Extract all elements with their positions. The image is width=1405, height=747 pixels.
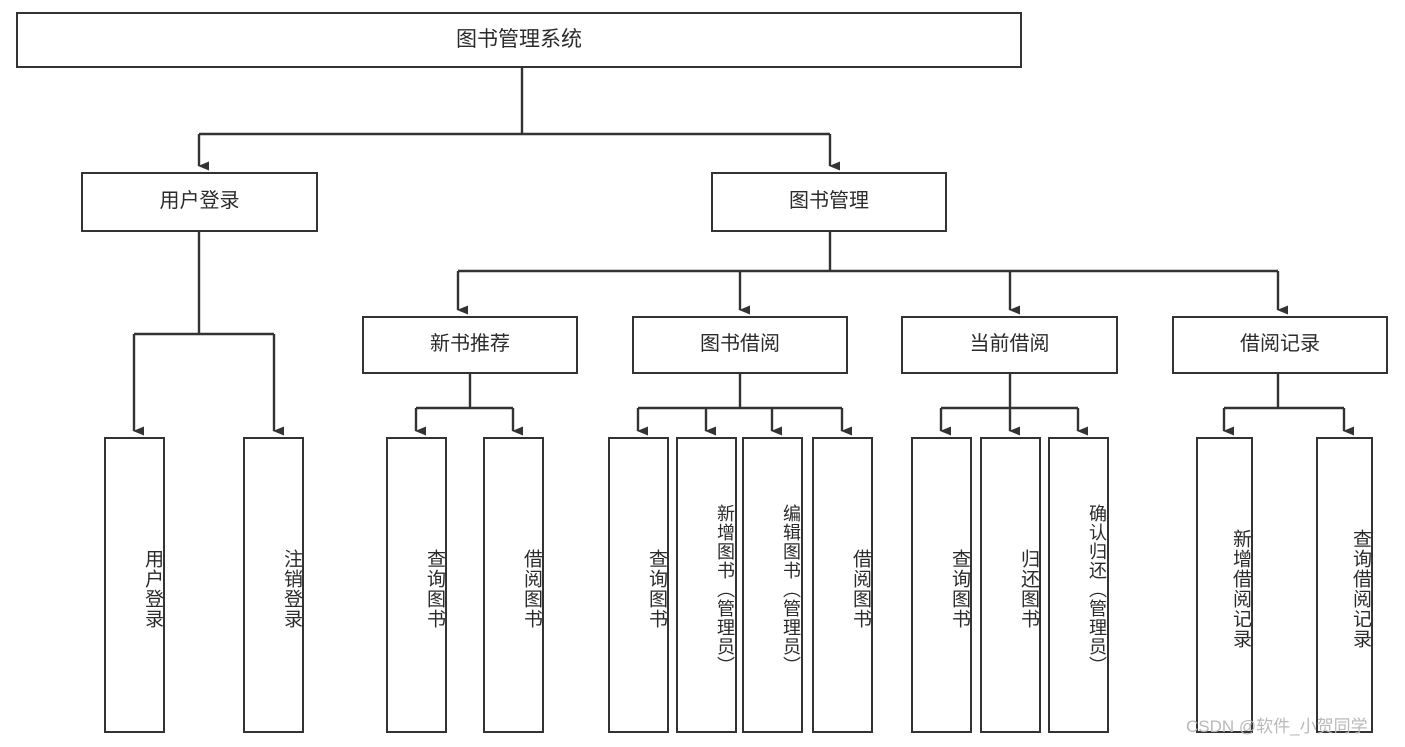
node-user-login[interactable]: 用户登录 xyxy=(81,172,318,232)
node-book-borrowing[interactable]: 图书借阅 xyxy=(632,316,848,374)
csdn-watermark: CSDN @软件_小贺同学 xyxy=(1186,717,1368,736)
leaf-logout[interactable]: 注销登录 xyxy=(243,437,304,733)
node-borrowing-record[interactable]: 借阅记录 xyxy=(1172,316,1388,374)
leaf-query-book-current[interactable]: 查询图书 xyxy=(911,437,972,733)
leaf-edit-book-admin[interactable]: 编辑图书（管理员） xyxy=(742,437,803,733)
leaf-user-login[interactable]: 用户登录 xyxy=(104,437,165,733)
node-book-management[interactable]: 图书管理 xyxy=(711,172,947,232)
leaf-add-book-admin[interactable]: 新增图书（管理员） xyxy=(676,437,737,733)
leaf-borrow-book-recommendation[interactable]: 借阅图书 xyxy=(483,437,544,733)
leaf-return-book[interactable]: 归还图书 xyxy=(980,437,1041,733)
leaf-confirm-return-admin[interactable]: 确认归还（管理员） xyxy=(1048,437,1109,733)
node-root-system[interactable]: 图书管理系统 xyxy=(16,12,1022,68)
leaf-query-book-recommendation[interactable]: 查询图书 xyxy=(386,437,447,733)
leaf-query-borrowing-record[interactable]: 查询借阅记录 xyxy=(1316,437,1373,733)
leaf-query-book-borrowing[interactable]: 查询图书 xyxy=(608,437,669,733)
leaf-borrow-book-borrowing[interactable]: 借阅图书 xyxy=(812,437,873,733)
leaf-add-borrowing-record[interactable]: 新增借阅记录 xyxy=(1196,437,1253,733)
node-current-borrowing[interactable]: 当前借阅 xyxy=(901,316,1118,374)
node-new-book-recommendation[interactable]: 新书推荐 xyxy=(362,316,578,374)
